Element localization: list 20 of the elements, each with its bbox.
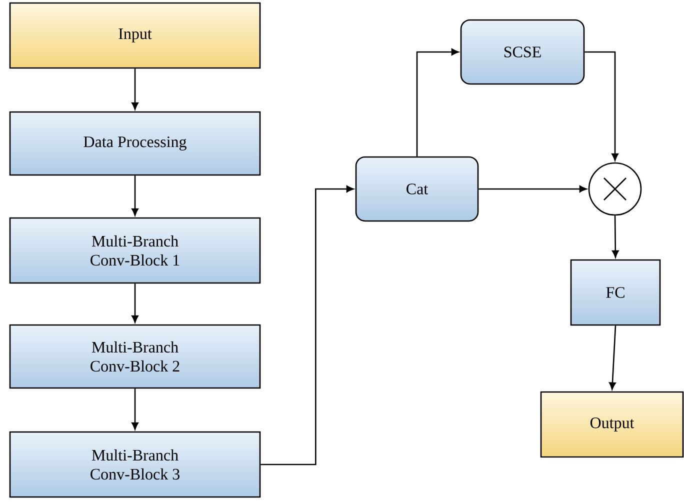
process-box: SCSE (460, 19, 585, 85)
arrow (132, 388, 138, 430)
process-box: FC (570, 259, 661, 326)
terminal-box: Input (9, 2, 261, 69)
arrow (612, 216, 619, 258)
arrow (416, 48, 459, 156)
process-box: Data Processing (9, 111, 261, 176)
arrow (584, 51, 618, 161)
multiply-circle (588, 162, 642, 216)
arrow (132, 176, 138, 216)
process-box: Cat (355, 156, 479, 222)
process-box: Multi-Branch Conv-Block 1 (9, 217, 261, 284)
arrow (478, 186, 587, 192)
arrow (132, 68, 138, 110)
terminal-box: Output (540, 391, 684, 458)
arrow (132, 284, 138, 323)
arrow (260, 186, 354, 466)
arrow (609, 326, 616, 390)
process-box: Multi-Branch Conv-Block 2 (9, 324, 261, 389)
process-box: Multi-Branch Conv-Block 3 (9, 431, 261, 498)
